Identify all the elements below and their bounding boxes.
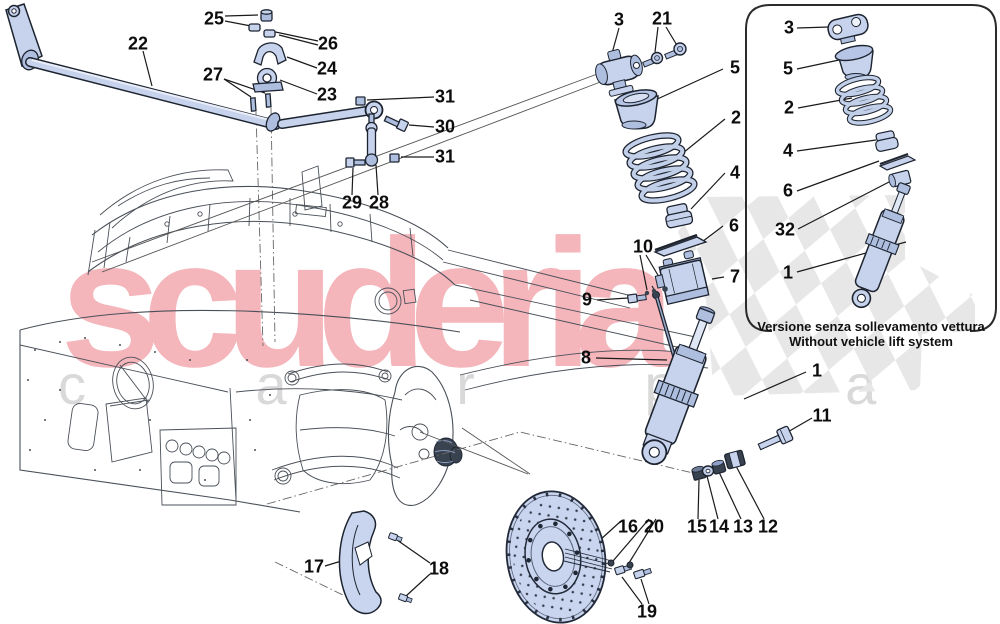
brake-disc-drawing <box>505 490 614 624</box>
spring-plate-drawing <box>653 233 708 257</box>
inset-caption-english: Without vehicle lift system <box>789 334 953 349</box>
inset-top-mount-drawing <box>827 13 869 45</box>
bump-stop-drawing <box>665 203 694 229</box>
inset-spacer-drawing <box>888 169 912 188</box>
construction-lines <box>91 72 694 598</box>
inset-box-border <box>745 4 997 332</box>
chassis-line-art <box>19 165 709 513</box>
shock-absorber-drawing <box>641 306 716 466</box>
sensor-fasteners-drawing <box>627 286 668 304</box>
shock-mount-hardware-drawing <box>691 449 746 481</box>
top-mount-drawing <box>595 42 687 97</box>
coil-spring-drawing <box>622 132 698 204</box>
inset-shock-drawing <box>851 182 911 309</box>
bar-bushing-hardware-drawing <box>248 9 287 112</box>
inset-caption-italian: Versione senza sollevamento vettura <box>757 319 985 334</box>
reservoir-canister-drawing <box>654 250 710 306</box>
dust-shield-drawing <box>338 510 413 615</box>
inset-coil-spring-drawing <box>834 74 894 126</box>
inset-spring-plate-drawing <box>878 153 917 171</box>
drop-link-drawing <box>345 96 409 168</box>
spring-seat-drawing <box>614 89 659 130</box>
anti-roll-bar-drawing <box>5 3 384 132</box>
inset-bump-stop-drawing <box>875 130 899 152</box>
disc-bolts-drawing <box>607 559 653 580</box>
checkered-flag-watermark <box>678 195 975 396</box>
shock-bolt-drawing <box>757 425 794 451</box>
